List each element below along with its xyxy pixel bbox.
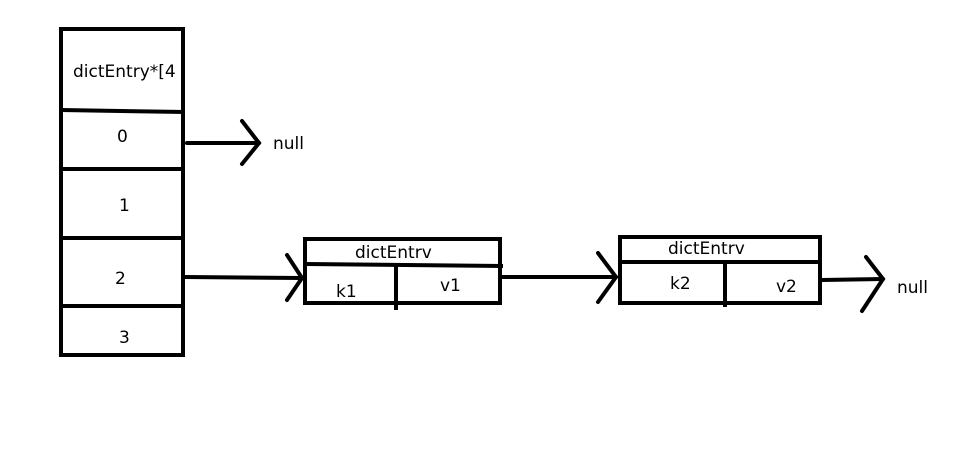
entry-1-outline — [303, 237, 502, 305]
entry-1-key: k1 — [336, 282, 357, 302]
array-header-label: dictEntry*[4 — [73, 62, 176, 82]
arrow-to-null-top — [185, 119, 262, 166]
pointer-array — [59, 27, 186, 357]
entry-1-title-divider — [304, 262, 504, 268]
dict-entry-1 — [303, 237, 504, 310]
entry-2-key: k2 — [670, 274, 691, 294]
entry-2-outline — [618, 235, 822, 305]
arrow-entry1-to-entry2 — [500, 251, 619, 304]
slot-0-label: 0 — [117, 127, 128, 147]
slot-1-label: 1 — [119, 196, 130, 216]
entry-1-title: dictEntrv — [355, 243, 432, 263]
null-label-end: null — [897, 278, 928, 298]
entry-1-value: v1 — [440, 276, 461, 296]
arrow-slot2-to-entry1 — [183, 253, 305, 302]
slot-2-label: 2 — [115, 269, 126, 289]
null-label-top: null — [273, 134, 304, 154]
entry-2-title: dictEntrv — [668, 239, 745, 259]
array-divider — [60, 108, 186, 114]
entry-2-value: v2 — [776, 277, 797, 297]
slot-3-label: 3 — [119, 328, 130, 348]
pointer-array-outline — [59, 27, 185, 357]
dict-entry-2 — [618, 235, 822, 307]
arrow-to-null-end — [820, 255, 886, 313]
